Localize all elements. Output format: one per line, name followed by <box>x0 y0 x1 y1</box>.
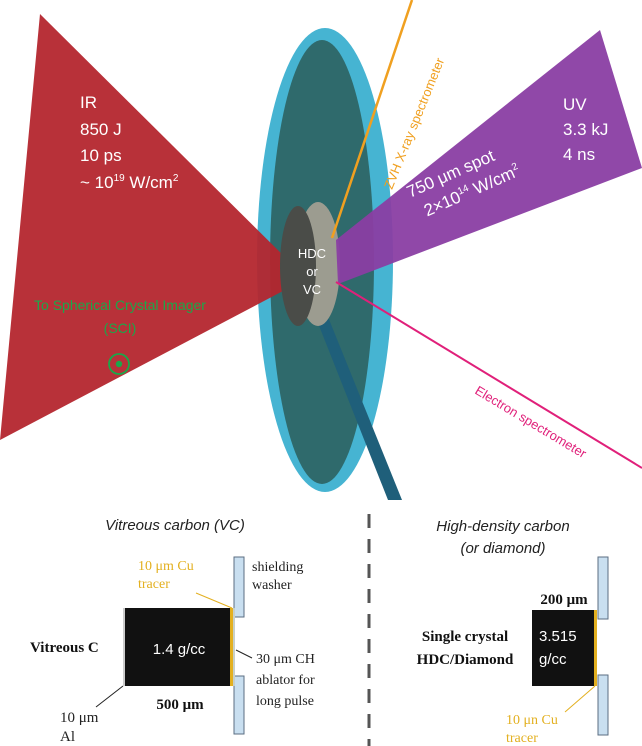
vc-thickness: 500 μm <box>156 697 204 713</box>
vc-cu-layer <box>230 608 233 686</box>
uv-duration: 4 ns <box>563 145 595 164</box>
hdc-name-line2: HDC/Diamond <box>417 652 514 668</box>
sci-label-line2: (SCI) <box>104 320 137 336</box>
hdc-density-line1: 3.515 <box>539 628 577 645</box>
vc-washer-label-line2: washer <box>252 578 292 593</box>
hdc-washer-bottom <box>597 674 609 736</box>
sci-label-line1: To Spherical Crystal Imager <box>34 297 206 313</box>
ir-beam <box>0 14 300 440</box>
uv-beam <box>336 30 642 284</box>
hdc-panel: High-density carbon (or diamond) 3.515 g… <box>417 518 609 746</box>
sci-annotation: To Spherical Crystal Imager (SCI) <box>34 297 206 336</box>
vc-al-layer <box>123 608 125 686</box>
target-label-line2: or <box>306 264 318 279</box>
vc-al-label-line2: Al <box>60 729 75 745</box>
vc-name: Vitreous C <box>30 640 99 656</box>
target-stalk <box>316 312 402 500</box>
vc-sample-block <box>125 608 233 686</box>
vc-washer-label-line1: shielding <box>252 560 303 575</box>
hdc-density-line2: g/cc <box>539 651 567 668</box>
electron-label: Electron spectrometer <box>472 383 589 462</box>
hdc-washer-top <box>597 556 609 620</box>
vc-ch-leader <box>235 649 253 659</box>
hdc-title-line2: (or diamond) <box>460 540 545 557</box>
vc-panel: Vitreous carbon (VC) 1.4 g/cc 10 μm Cu t… <box>30 517 315 745</box>
vc-washer-bottom <box>233 675 245 735</box>
target-label-line1: HDC <box>298 246 326 261</box>
vc-cu-label-line2: tracer <box>138 577 170 592</box>
target-cylinder <box>280 202 340 326</box>
vc-washer-top <box>233 556 245 618</box>
cylinder-front-face <box>280 206 316 326</box>
ir-intensity: ~ 1019 W/cm2 <box>80 173 179 192</box>
target-label: HDC or VC <box>298 246 326 297</box>
hdc-sample-block <box>532 610 596 686</box>
vc-ch-layer <box>233 608 235 686</box>
vc-al-label-line1: 10 μm <box>60 710 99 726</box>
hdc-cu-leader <box>564 685 596 713</box>
vc-ch-label-line2: ablator for <box>256 673 315 688</box>
zvh-sightline <box>330 0 414 239</box>
ir-duration: 10 ps <box>80 146 122 165</box>
vc-title: Vitreous carbon (VC) <box>105 517 245 534</box>
vc-al-leader <box>95 685 124 708</box>
uv-energy: 3.3 kJ <box>563 120 608 139</box>
electron-sightline <box>335 281 642 469</box>
hdc-title-line1: High-density carbon <box>436 518 569 535</box>
vc-density: 1.4 g/cc <box>153 641 206 658</box>
vc-ch-label-line1: 30 μm CH <box>256 652 315 667</box>
vc-ch-label-line3: long pulse <box>256 694 314 709</box>
hdc-cu-label-line2: tracer <box>506 731 538 746</box>
hdc-cu-label-line1: 10 μn Cu <box>506 713 558 728</box>
hdc-thickness: 200 μm <box>540 592 588 608</box>
circled-dot-icon <box>108 353 130 375</box>
vc-cu-label-line1: 10 μm Cu <box>138 559 194 574</box>
vc-cu-leader <box>195 592 233 609</box>
ir-energy: 850 J <box>80 120 122 139</box>
hdc-cu-layer <box>594 610 597 686</box>
hdc-name-line1: Single crystal <box>422 629 508 645</box>
ir-label: IR <box>80 93 97 112</box>
target-label-line3: VC <box>303 282 321 297</box>
ir-annotation: IR 850 J 10 ps ~ 1019 W/cm2 <box>80 93 179 192</box>
uv-label: UV <box>563 95 587 114</box>
